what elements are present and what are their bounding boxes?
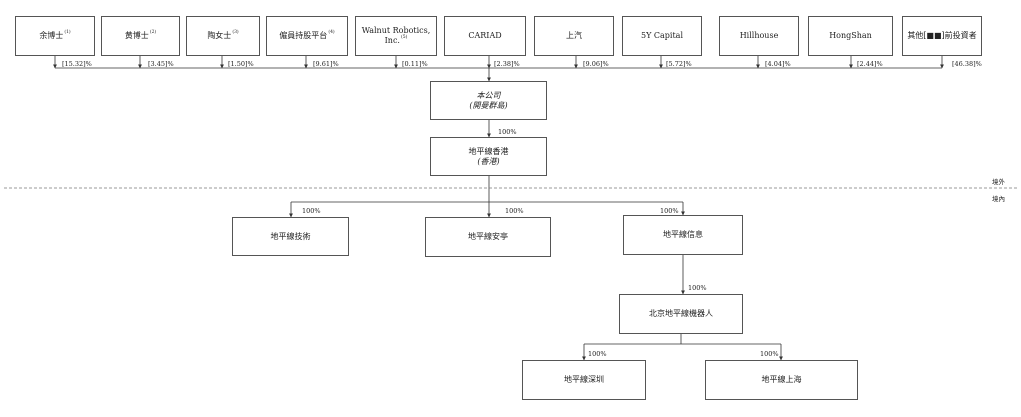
shareholder-name: 余博士(1): [39, 30, 71, 40]
shareholder-box-5y: 5Y Capital: [622, 16, 702, 56]
pct-label: 100%: [588, 350, 607, 358]
hk-jurisdiction: (香港): [477, 156, 500, 166]
pct-label: [5.72]%: [666, 60, 692, 68]
shareholder-box-yu: 余博士(1): [15, 16, 95, 56]
pct-label: [9.06]%: [583, 60, 609, 68]
pct-label: 100%: [760, 350, 779, 358]
onshore-label: 境內: [992, 195, 1005, 203]
company-jurisdiction: (開曼群島): [469, 100, 508, 110]
shareholder-box-other: 其他[■■]前投資者: [902, 16, 982, 56]
shareholder-name: Walnut Robotics, Inc.(5): [361, 26, 431, 45]
shareholder-name: HongShan: [829, 31, 872, 40]
entity-name: 地平線信息: [663, 230, 703, 239]
entity-box-beijing: 北京地平線機器人: [619, 294, 743, 334]
entity-name: 北京地平線機器人: [649, 309, 713, 318]
entity-box-anting: 地平線安亭: [425, 217, 551, 257]
hk-box: 地平線香港 (香港): [430, 137, 547, 176]
entity-name: 地平線技術: [270, 231, 311, 241]
pct-label: [9.61]%: [313, 60, 339, 68]
shareholder-name: 僱員持股平台(4): [279, 30, 335, 40]
shareholder-name: 黄博士(2): [124, 30, 157, 40]
entity-name: 地平線安亭: [468, 232, 508, 241]
pct-label: [0.11]%: [402, 60, 428, 68]
pct-label: [15.32]%: [62, 60, 92, 68]
pct-label: 100%: [505, 207, 524, 215]
shareholder-name: Hillhouse: [739, 31, 779, 40]
entity-box-shanghai: 地平線上海: [705, 360, 858, 400]
pct-label: [1.50]%: [228, 60, 254, 68]
company-box: 本公司 (開曼群島): [430, 81, 547, 120]
offshore-label: 境外: [992, 178, 1005, 186]
shareholder-name: CARIAD: [468, 31, 502, 40]
hk-name: 地平線香港: [468, 146, 509, 156]
company-name: 本公司: [476, 90, 501, 100]
shareholder-box-tao: 陶女士(3): [186, 16, 260, 56]
pct-label: [2.44]%: [857, 60, 883, 68]
pct-label: 100%: [688, 284, 707, 292]
shareholder-box-huang: 黄博士(2): [101, 16, 180, 56]
entity-box-tech: 地平線技術: [232, 217, 349, 256]
pct-label: [2.38]%: [494, 60, 520, 68]
entity-box-shenzhen: 地平線深圳: [522, 360, 646, 400]
pct-label: [4.04]%: [765, 60, 791, 68]
entity-name: 地平線深圳: [564, 375, 604, 384]
shareholder-box-saic: 上汽: [534, 16, 614, 56]
pct-label: 100%: [498, 128, 517, 136]
shareholder-name: 陶女士(3): [207, 30, 239, 40]
shareholder-box-hongshan: HongShan: [808, 16, 893, 56]
entity-box-info: 地平線信息: [623, 215, 743, 255]
pct-label: [3.45]%: [148, 60, 174, 68]
pct-label: 100%: [302, 207, 321, 215]
shareholder-name: 5Y Capital: [640, 31, 684, 40]
shareholder-box-hillhouse: Hillhouse: [719, 16, 799, 56]
shareholder-box-esop: 僱員持股平台(4): [266, 16, 348, 56]
pct-label: [46.38]%: [952, 60, 982, 68]
shareholder-box-walnut: Walnut Robotics, Inc.(5): [355, 16, 437, 56]
entity-name: 地平線上海: [761, 375, 802, 384]
shareholder-name: 上汽: [566, 31, 582, 40]
shareholder-box-cariad: CARIAD: [444, 16, 526, 56]
pct-label: 100%: [660, 207, 679, 215]
shareholder-name: 其他[■■]前投資者: [907, 31, 977, 40]
